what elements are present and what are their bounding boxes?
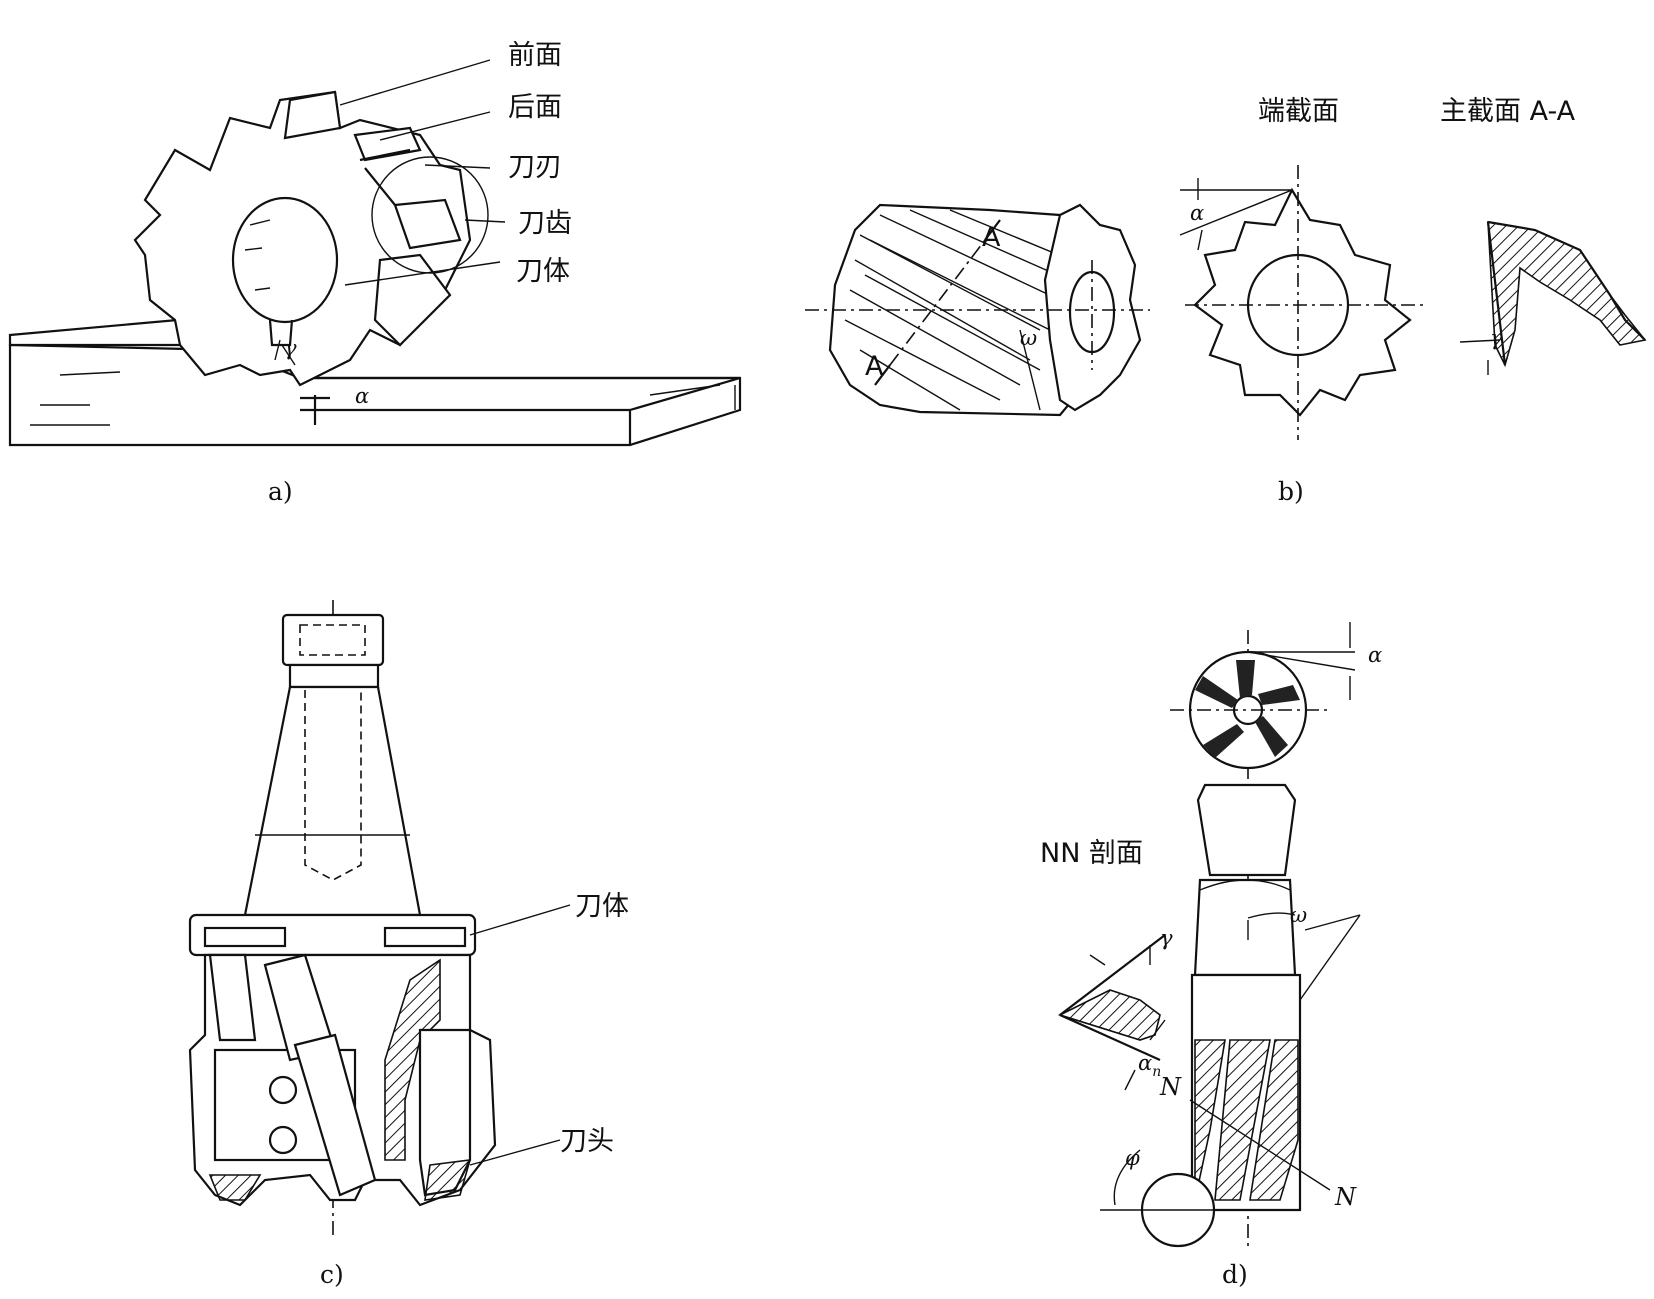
symbol-alpha-b: α (1190, 201, 1204, 225)
label-n-upper: N (1159, 1073, 1182, 1101)
caption-a: a) (268, 477, 293, 506)
symbol-gamma-a: γ (284, 336, 297, 360)
nn-section-view: γ αn (1057, 926, 1173, 1091)
label-section-a-top: A (982, 222, 1001, 253)
label-flank-face: 后面 (508, 92, 562, 123)
label-nn-section: NN 剖面 (1040, 838, 1143, 869)
label-head-c: 刀头 (560, 1126, 614, 1157)
symbol-gamma-d: γ (1160, 926, 1173, 950)
symbol-gamma-b: γ (1490, 326, 1503, 350)
label-n-lower: N (1334, 1183, 1357, 1211)
label-main-section: 主截面 A-A (1440, 96, 1576, 127)
end-section-view: α (1179, 165, 1425, 440)
symbol-phi: φ (1125, 1146, 1140, 1170)
figure-c-face-milling-cutter: 刀体 刀头 c) (188, 600, 629, 1289)
main-section-view: γ (1459, 220, 1647, 375)
symbol-omega-d: ω (1290, 903, 1307, 927)
symbol-omega-b: ω (1020, 326, 1037, 350)
caption-d: d) (1222, 1260, 1248, 1289)
end-mill-end-view: α (1170, 622, 1382, 770)
label-body-c: 刀体 (575, 891, 629, 922)
label-rake-face: 前面 (508, 40, 562, 71)
symbol-alpha-n: αn (1138, 1051, 1161, 1080)
label-body: 刀体 (516, 256, 570, 287)
symbol-alpha-d: α (1368, 643, 1382, 667)
figure-a-disc-milling-cutter: 前面 后面 刀刃 刀齿 刀体 γ α a) (8, 40, 742, 506)
caption-b: b) (1278, 477, 1304, 506)
caption-c: c) (320, 1260, 344, 1289)
symbol-alpha-a: α (355, 384, 369, 408)
label-section-a-bottom: A (865, 351, 884, 382)
label-cutting-edge: 刀刃 (508, 152, 562, 183)
workpiece (8, 316, 742, 447)
label-end-section: 端截面 (1258, 96, 1339, 127)
cutter-disc (133, 90, 489, 425)
label-tooth: 刀齿 (518, 208, 572, 239)
figure-d-end-mill: α ω N N φ γ αn NN 剖面 d) (1040, 622, 1382, 1289)
figure-b-cylindrical-cutter: A A ω α 端截面 γ 主截面 A-A b) (805, 96, 1647, 506)
